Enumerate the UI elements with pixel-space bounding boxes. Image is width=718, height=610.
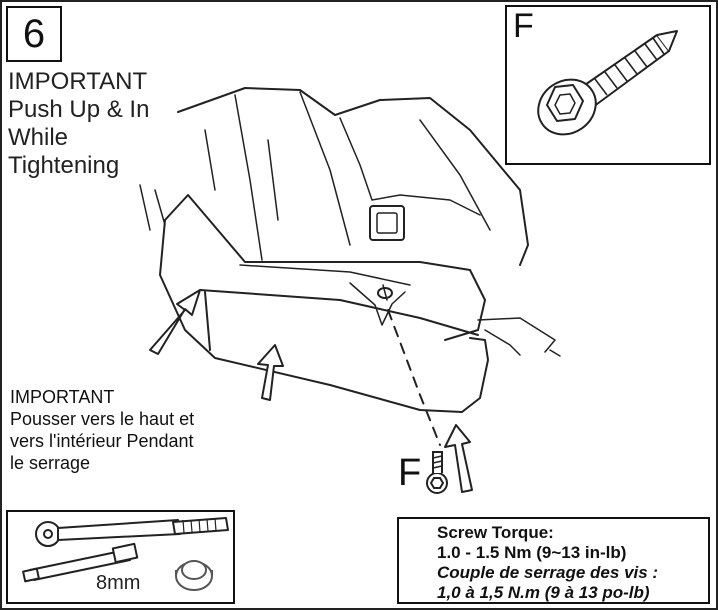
important-line-2-fr: vers l'intérieur Pendant [10,431,194,451]
part-detail-box: F [505,5,711,165]
torque-value-en: 1.0 - 1.5 Nm (9~13 in-lb) [437,543,627,562]
push-arrow-right [444,424,473,493]
socket-icon [175,560,213,591]
torque-title-en: Screw Torque: [437,523,554,542]
important-line-3-fr: le serrage [10,453,91,473]
torque-title-fr: Couple de serrage des vis : [437,563,659,582]
push-arrow-center [257,344,284,401]
step-number: 6 [6,6,62,62]
callout-part-letter: F [398,452,422,494]
important-heading-fr: IMPORTANT [10,387,115,407]
part-letter: F [513,7,534,45]
screw-path-dashed [387,309,441,446]
important-note-en: IMPORTANT Push Up & In While Tightening [8,68,149,180]
important-line-1-fr: Pousser vers le haut et [10,409,195,429]
ratchet-icon [35,517,229,547]
push-arrow-left [149,289,201,355]
callout-screw-icon [426,451,448,494]
important-note-fr: IMPORTANT Pousser vers le haut et vers l… [10,386,194,474]
important-heading-en: IMPORTANT [8,68,148,95]
hex-head-screw-icon [537,30,678,136]
screw-hole [377,287,393,299]
housing-bolt-icon [369,205,405,241]
guard-top-edge [164,194,486,341]
important-line-1-en: Push Up & In [8,96,150,123]
torque-value-fr: 1,0 à 1,5 N.m (9 à 13 po-lb) [437,583,650,602]
socket-size-label: 8mm [96,572,141,594]
screw-torque-box: Screw Torque: 1.0 - 1.5 Nm (9~13 in-lb) … [397,517,710,604]
housing-outline [177,87,529,266]
extension-bar-icon [22,542,139,583]
important-line-2-en: While [8,124,69,151]
important-line-3-en: Tightening [8,152,120,179]
tools-required-box: 8mm [6,510,235,604]
